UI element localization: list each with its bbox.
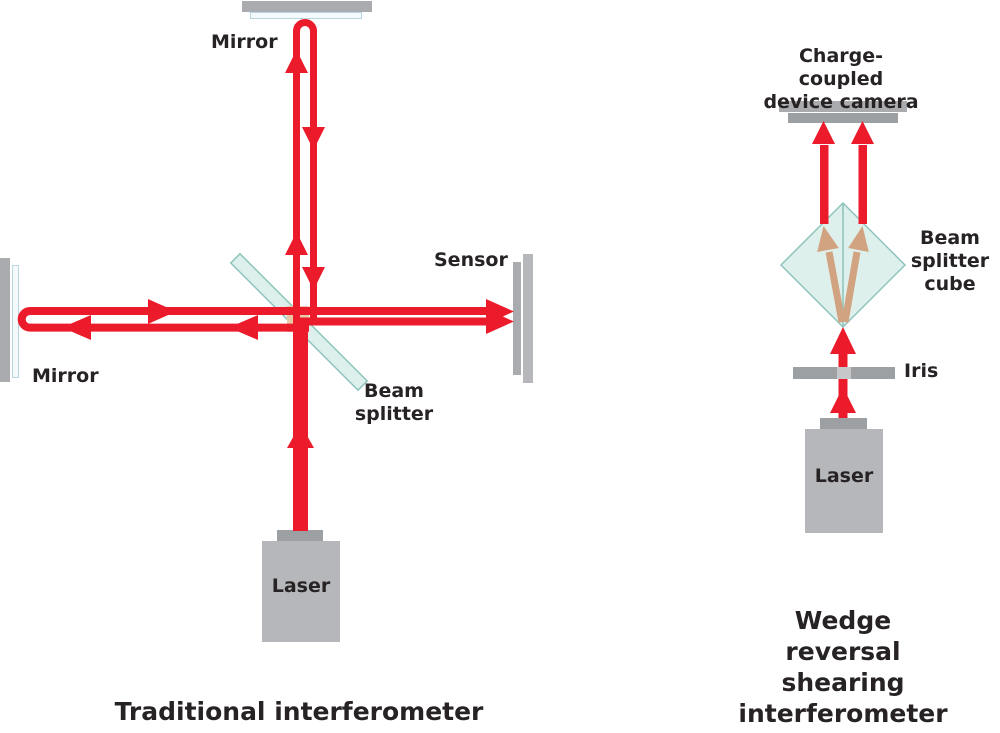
arrow-down-icon: [302, 127, 325, 150]
traditional-interferometer-diagram: [0, 1, 533, 642]
arrow-up-icon: [830, 387, 856, 413]
laser-aperture-cap: [277, 530, 323, 541]
label-beam-splitter-cube: Beam splitter cube: [910, 227, 990, 295]
label-beam-splitter: Beam splitter: [354, 380, 434, 425]
left-mirror-glass: [12, 265, 19, 378]
horizontal-beam-hairpin: [17, 307, 487, 332]
label-laser-left: Laser: [271, 575, 331, 597]
top-mirror-glass: [250, 12, 362, 19]
arrow-up-icon: [285, 50, 308, 73]
label-left-mirror: Mirror: [32, 365, 99, 387]
arrow-left-icon: [62, 315, 91, 340]
tan-arrow-up-icon: [817, 226, 839, 252]
ccd-camera-top-bar: [779, 101, 907, 112]
arrow-right-icon: [148, 299, 176, 324]
label-ccd-camera: Charge-coupled device camera: [763, 45, 919, 113]
sensor-back-plate: [523, 254, 533, 383]
output-beam-right: [858, 145, 867, 224]
vertical-beam-hairpin: [293, 19, 317, 331]
sheared-beam-left: [825, 251, 846, 323]
arrow-up-icon: [830, 327, 856, 354]
arrow-up-icon: [287, 424, 314, 448]
arrow-left-icon: [229, 315, 258, 340]
wedge-shearing-interferometer-diagram: [779, 101, 907, 533]
arrow-down-icon: [302, 267, 325, 290]
arrow-up-icon: [851, 121, 874, 144]
arrow-right-icon: [486, 309, 514, 334]
label-top-mirror: Mirror: [211, 31, 278, 53]
label-sensor: Sensor: [434, 249, 508, 271]
laser-aperture-cap: [820, 418, 867, 429]
top-mirror-bar: [242, 1, 372, 12]
sensor-front-plate: [513, 262, 521, 375]
title-traditional-interferometer: Traditional interferometer: [114, 697, 484, 726]
sheared-beam-right: [841, 251, 861, 323]
arrow-up-icon: [812, 121, 835, 144]
label-iris: Iris: [904, 360, 939, 382]
left-mirror-bar: [0, 258, 10, 382]
laser-body: [262, 541, 340, 642]
title-wedge-shearing-interferometer: Wedge reversal shearing interferometer: [738, 606, 948, 728]
arrow-up-icon: [285, 232, 308, 255]
iris-aperture: [837, 367, 851, 379]
ccd-camera-bottom-bar: [788, 113, 898, 123]
tan-arrow-up-icon: [848, 226, 869, 252]
beam-iris-to-cube: [838, 351, 848, 368]
output-beam-left: [820, 145, 829, 224]
label-laser-right: Laser: [814, 465, 874, 487]
laser-body: [805, 429, 883, 533]
